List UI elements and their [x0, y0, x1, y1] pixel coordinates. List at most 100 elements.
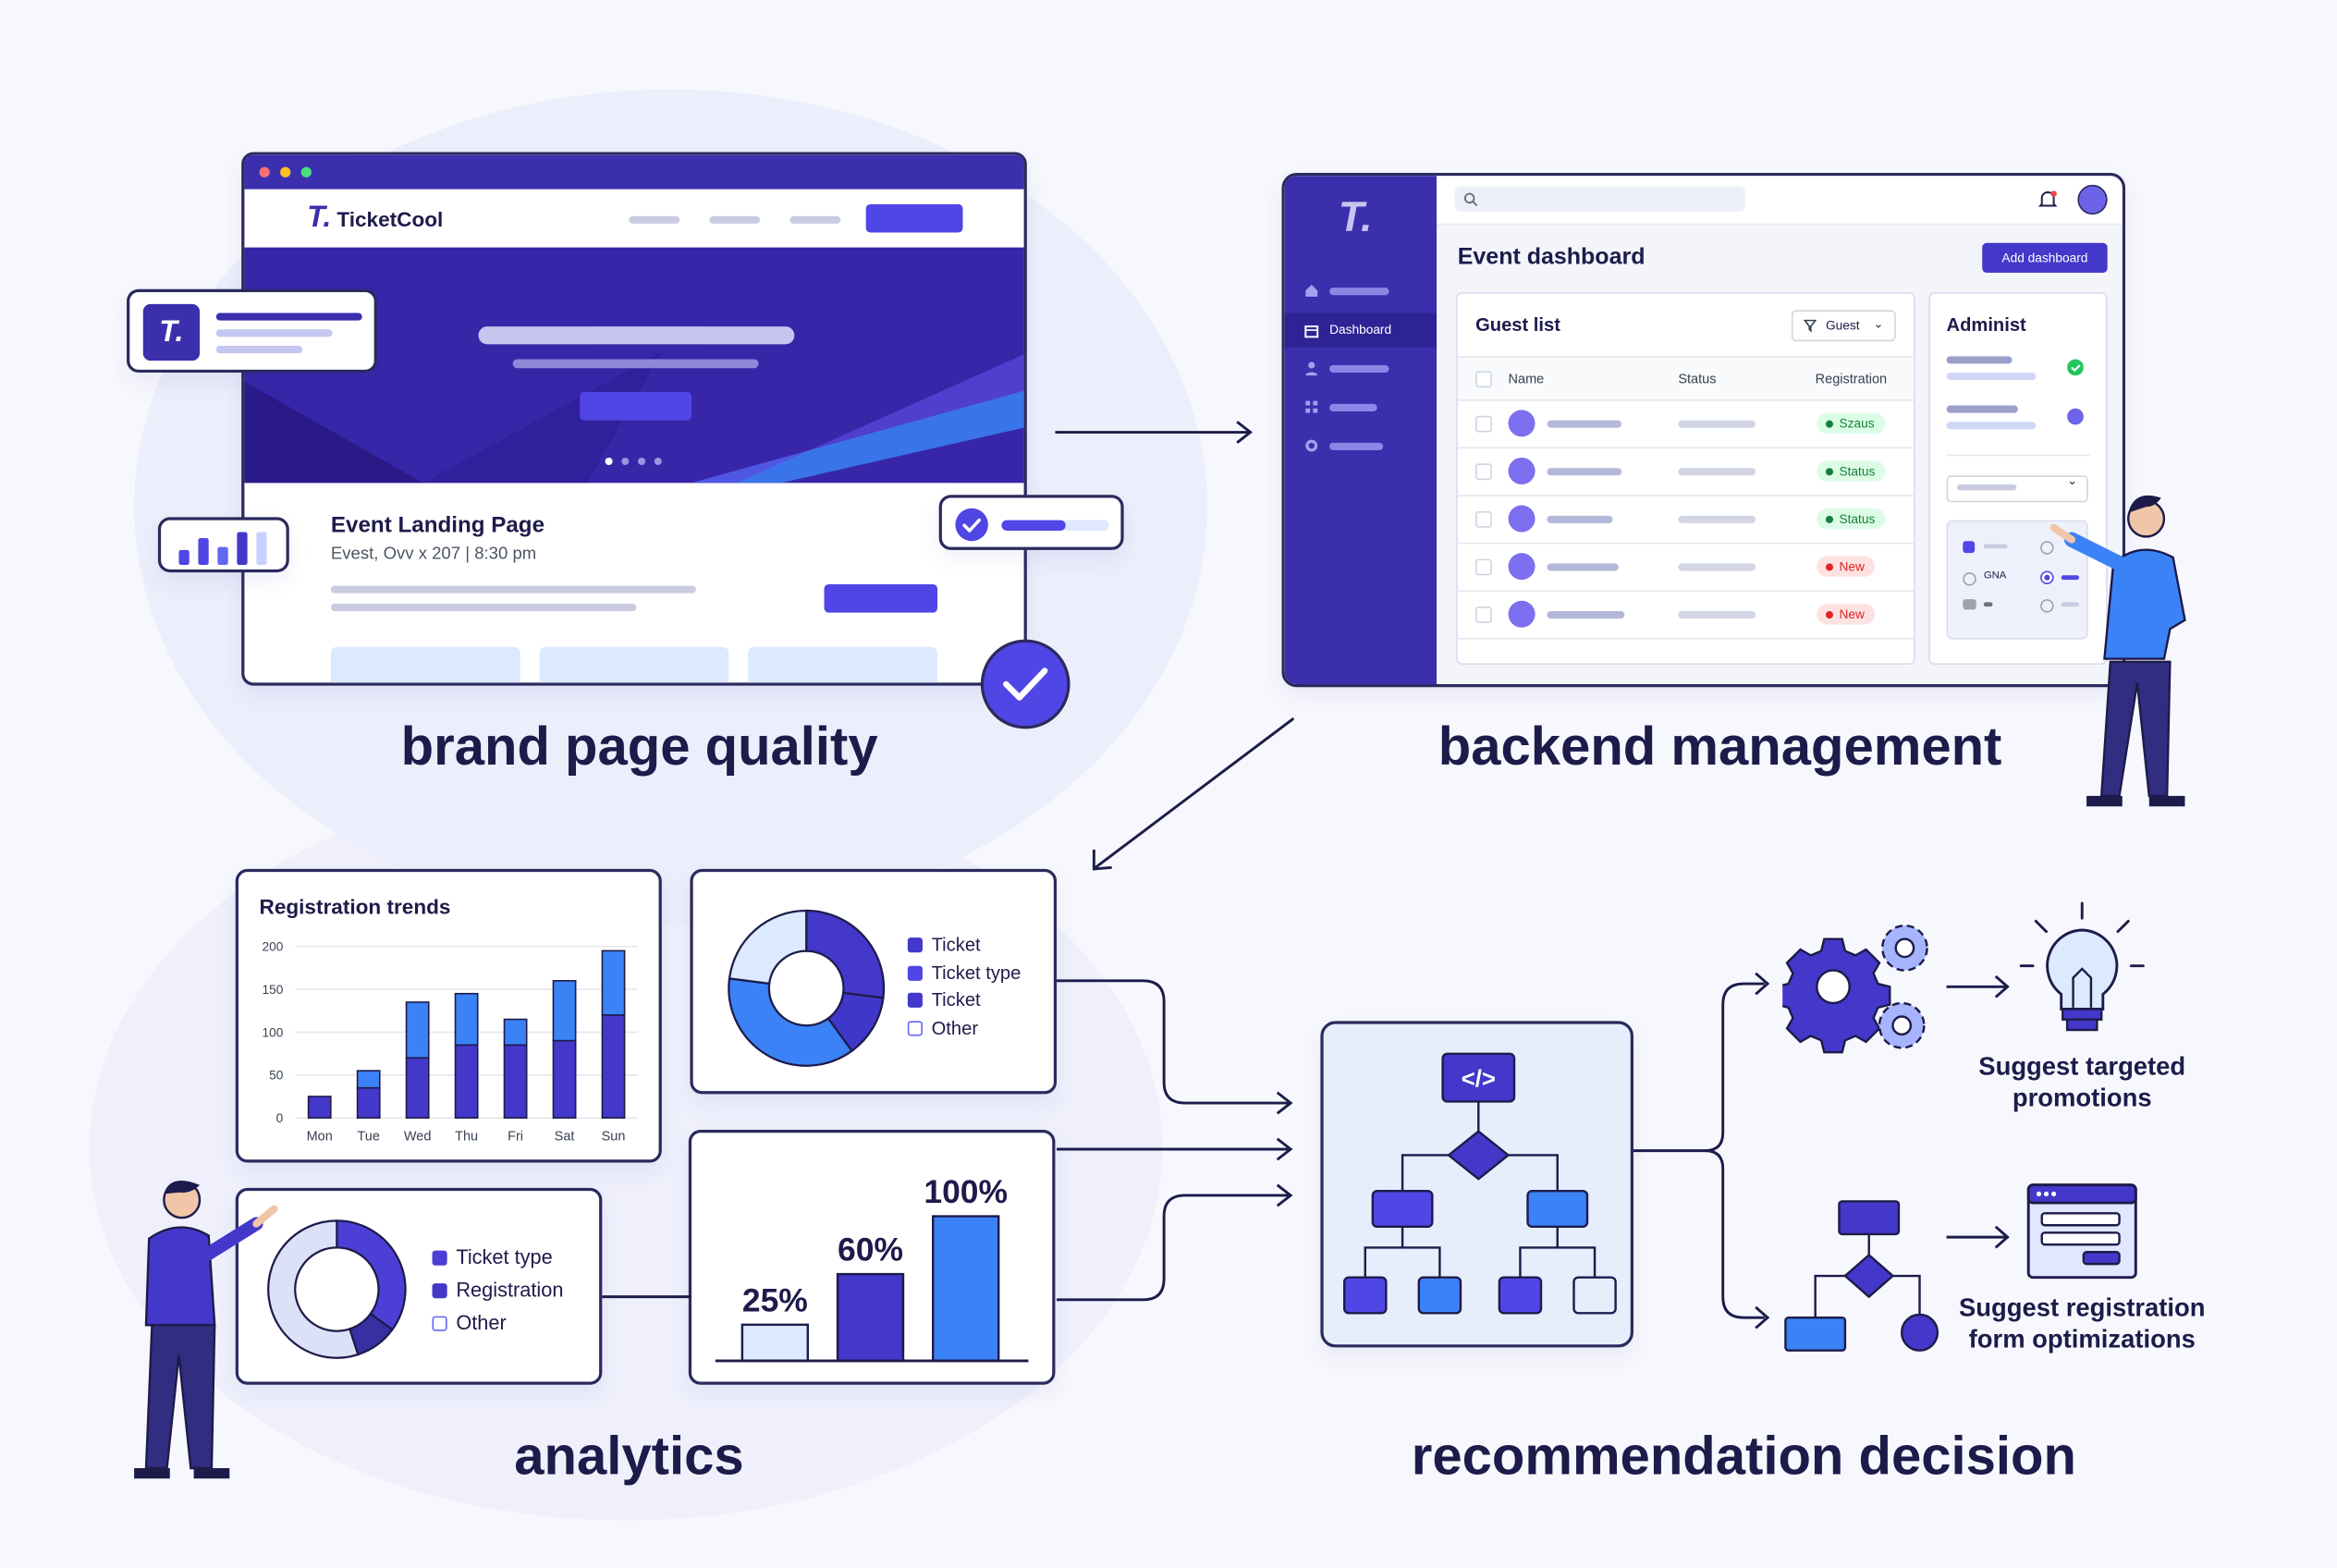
nav-cta-button[interactable]: [865, 203, 963, 233]
home-icon[interactable]: [1304, 283, 1319, 298]
hero-subline-placeholder: [512, 359, 759, 369]
legend-label: Ticket type: [456, 1245, 553, 1268]
sidebar-item-home[interactable]: [1329, 288, 1389, 296]
bar-lower: [405, 1057, 430, 1119]
table-row[interactable]: Status: [1457, 447, 1915, 496]
row-checkbox[interactable]: [1475, 463, 1492, 481]
lightbulb-icon: [2019, 901, 2145, 1032]
nav-link[interactable]: [629, 215, 680, 224]
section-title-brand: brand page quality: [400, 715, 878, 777]
setting-placeholder: [1946, 356, 2013, 364]
avatar[interactable]: [2077, 184, 2108, 215]
option-radio[interactable]: [2040, 599, 2054, 613]
text-placeholder: [215, 329, 333, 337]
decision-engine-card: </>: [1320, 1021, 1633, 1348]
decision-branch-arrows: [1633, 972, 1770, 1329]
row-checkbox[interactable]: [1475, 558, 1492, 576]
admin-select[interactable]: ⌄: [1946, 474, 2088, 503]
brand-logo-icon: T.: [142, 303, 201, 361]
hero-headline-placeholder: [478, 326, 795, 345]
user-icon[interactable]: [1304, 361, 1319, 376]
carousel-dot-active[interactable]: [605, 457, 613, 466]
legend-item: Other: [432, 1307, 564, 1340]
feature-tile: [748, 646, 938, 683]
close-dot-icon[interactable]: [259, 166, 270, 178]
option-checkbox-checked[interactable]: [1963, 541, 1976, 554]
window-titlebar: [244, 154, 1024, 190]
legend-item: Ticket: [907, 932, 1022, 960]
table-row[interactable]: New: [1457, 590, 1915, 640]
nav-link[interactable]: [709, 215, 761, 224]
chart-title: Registration trends: [259, 894, 451, 919]
landing-page-window: T. TicketCool Event Landing Page Evest, …: [241, 152, 1027, 686]
status-badge: Szaus: [1817, 412, 1885, 435]
option-label: GNA: [1983, 570, 2007, 582]
hero-cta-button[interactable]: [580, 392, 692, 421]
bell-icon[interactable]: [2037, 190, 2059, 211]
person-presenting-illustration: [134, 1181, 278, 1479]
row-checkbox[interactable]: [1475, 606, 1492, 623]
minimize-dot-icon[interactable]: [280, 166, 291, 178]
percent-bar: [836, 1272, 905, 1363]
check-circle-icon: [2067, 359, 2084, 376]
nav-link[interactable]: [789, 215, 841, 224]
sidebar-item-users[interactable]: [1329, 364, 1389, 374]
donut-slice: [336, 1219, 407, 1331]
gears-icon: [1782, 924, 1928, 1054]
legend-label: Ticket: [931, 934, 981, 956]
status-badge: Status: [1817, 508, 1886, 530]
sidebar-item-settings[interactable]: [1329, 442, 1384, 450]
avatar: [1508, 410, 1536, 437]
grid-icon[interactable]: [1304, 399, 1319, 414]
guest-filter-select[interactable]: Guest ⌄: [1791, 310, 1896, 342]
brand-logo-card: T.: [127, 288, 377, 374]
register-button[interactable]: [824, 583, 938, 613]
admin-main: Event dashboard Add dashboard Guest list…: [1437, 176, 2123, 684]
table-row[interactable]: Status: [1457, 495, 1915, 545]
bar-lower: [552, 1039, 577, 1119]
flow-arrow-icon: [1092, 717, 1295, 871]
y-tick-label: 0: [276, 1111, 284, 1125]
y-tick-label: 100: [262, 1025, 283, 1039]
guest-status-placeholder: [1678, 563, 1756, 571]
row-checkbox[interactable]: [1475, 415, 1492, 433]
search-input[interactable]: [1454, 186, 1745, 212]
logo-icon[interactable]: T.: [1338, 193, 1373, 240]
x-tick-label: Sat: [555, 1129, 575, 1144]
maximize-dot-icon[interactable]: [300, 166, 312, 178]
logo-icon[interactable]: T.: [307, 201, 332, 235]
bar-upper: [503, 1018, 528, 1047]
sidebar-item-apps[interactable]: [1329, 403, 1377, 411]
column-header-registration[interactable]: Registration: [1815, 371, 1888, 386]
table-row[interactable]: New: [1457, 543, 1915, 593]
carousel-dot[interactable]: [638, 457, 646, 466]
percent-bar: [740, 1323, 810, 1363]
carousel-dot[interactable]: [621, 457, 630, 466]
hero-graphic: [244, 351, 1024, 484]
legend-swatch: [432, 1283, 447, 1299]
row-checkbox[interactable]: [1475, 510, 1492, 528]
filter-icon: [1803, 319, 1817, 333]
section-title-analytics: analytics: [514, 1425, 744, 1487]
section-title-recommendation: recommendation decision: [1411, 1425, 2076, 1487]
legend-swatch: [907, 993, 923, 1009]
add-dashboard-button[interactable]: Add dashboard: [1982, 242, 2108, 274]
column-header-name[interactable]: Name: [1508, 371, 1545, 386]
carousel-dot[interactable]: [654, 457, 662, 466]
option-radio[interactable]: [1963, 572, 1976, 586]
option-radio-selected[interactable]: [2040, 570, 2054, 584]
table-row[interactable]: Szaus: [1457, 399, 1915, 449]
guest-list-panel: Guest list Guest ⌄ Name Status Registrat…: [1456, 291, 1915, 666]
sidebar-item-dashboard[interactable]: Dashboard: [1284, 312, 1438, 348]
legend-swatch: [432, 1250, 447, 1266]
select-all-checkbox[interactable]: [1475, 371, 1492, 388]
bar-upper: [552, 980, 577, 1042]
guest-status-placeholder: [1678, 420, 1756, 428]
page-title: Event dashboard: [1457, 244, 1646, 270]
legend-item: Ticket type: [907, 959, 1021, 986]
flow-arrow-icon: [1946, 974, 2010, 998]
column-header-status[interactable]: Status: [1678, 371, 1717, 386]
option-radio[interactable]: [2040, 541, 2054, 555]
svg-text:</>: </>: [1462, 1066, 1496, 1092]
gear-icon[interactable]: [1304, 438, 1319, 453]
